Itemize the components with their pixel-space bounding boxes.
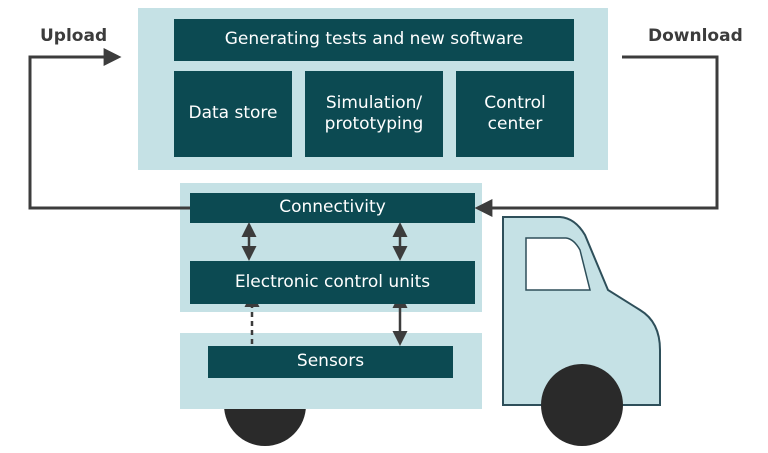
upload-arrow [28,48,190,210]
truck-window [525,237,591,291]
connectivity-box: Connectivity [190,193,475,223]
upload-label: Upload [40,26,108,46]
sensors-box: Sensors [208,346,453,378]
front-wheel [541,364,623,446]
download-arrow [474,55,719,217]
data-store-box: Data store [174,71,292,157]
control-center-box: Control center [456,71,574,157]
ecu-box: Electronic control units [190,261,475,304]
download-label: Download [648,26,743,46]
simulation-prototyping-box: Simulation/ prototyping [305,71,443,157]
generating-tests-box: Generating tests and new software [174,19,574,61]
